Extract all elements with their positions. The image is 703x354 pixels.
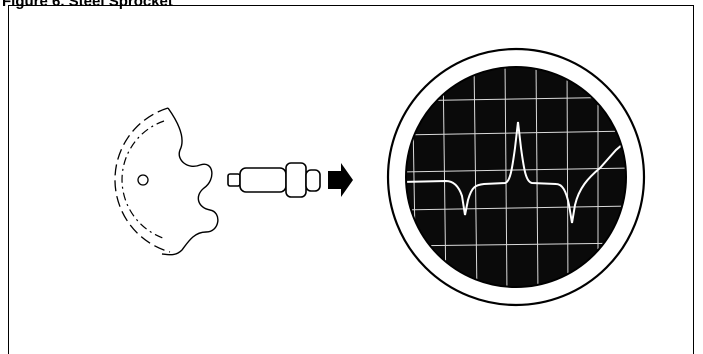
figure-frame — [8, 5, 694, 354]
signal-arrow-icon — [328, 163, 353, 197]
sensor-nut — [285, 162, 307, 198]
sensor-body — [239, 167, 287, 193]
sprocket-teeth — [161, 107, 219, 256]
sprocket-inner-arc — [121, 120, 167, 240]
waveform-trace — [407, 121, 625, 224]
sensor-probe — [227, 162, 321, 198]
oscilloscope-screen — [405, 66, 627, 288]
oscilloscope — [386, 47, 646, 307]
sprocket-outer-arc — [114, 107, 171, 253]
sprocket-hub-icon — [137, 174, 149, 186]
sensor-tip — [227, 173, 241, 187]
figure-title: Figure 6. Steel Sprocket — [2, 0, 173, 10]
sensor-cap — [305, 169, 321, 192]
sprocket — [114, 107, 219, 256]
